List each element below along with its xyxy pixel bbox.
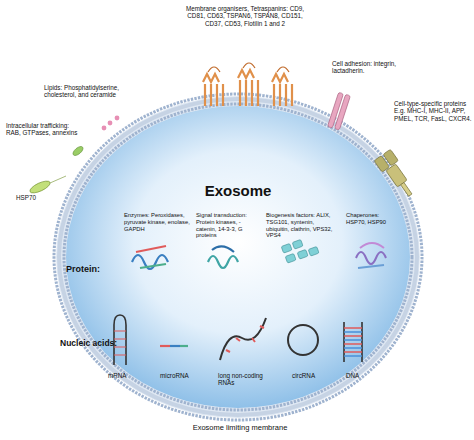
membrane-bilayer — [59, 99, 417, 415]
lncrna-strand — [226, 326, 264, 352]
biogenesis-protein — [285, 253, 296, 263]
chaperone-protein — [358, 265, 384, 268]
biogenesis-protein — [281, 243, 292, 253]
biogenesis-protein — [297, 249, 308, 259]
enzyme-ribbon — [140, 264, 166, 268]
cell-type-protein — [401, 182, 412, 196]
exosome-vesicle: Exosome — [56, 94, 420, 420]
dna-helix — [344, 322, 362, 362]
trafficking-label: Intracellular trafficking: RAB, GTPases,… — [6, 122, 78, 137]
enzyme-label: Enzymes: Peroxidases, pyruvate kinase, e… — [124, 212, 190, 232]
hsp70-protein — [28, 179, 51, 196]
adhesion-label: Cell adhesion: integrin, lactadherin. — [332, 60, 418, 75]
tetraspanin-label: Membrane organisers, Tetraspanins: CD9, … — [180, 5, 310, 27]
nucleic-label: microRNA — [160, 372, 200, 379]
biogenesis-protein — [308, 246, 319, 256]
circrna-ring — [288, 325, 318, 355]
section-heading: Nucleic acids: — [60, 338, 120, 348]
membrane-bilayer — [54, 94, 422, 420]
lipid-spots — [108, 121, 113, 126]
membrane-bilayer — [64, 104, 412, 410]
integrin-protein — [335, 94, 351, 130]
tetraspanin-proteins — [208, 63, 289, 72]
biogenesis-label: Biogenesis factors: ALIX, TSG101, synten… — [266, 212, 338, 239]
lncrna-strand — [220, 318, 266, 360]
circrna-ring — [288, 325, 318, 355]
enzyme-ribbon — [132, 255, 168, 269]
hsp70-label: HSP70 — [16, 194, 56, 201]
cell-type-protein — [374, 149, 418, 201]
microrna-strand — [160, 345, 188, 347]
nucleic-label: mRNA — [108, 372, 148, 379]
biogenesis-protein — [281, 239, 319, 263]
microrna-strand — [170, 345, 180, 347]
signal-protein — [208, 256, 238, 268]
nucleic-label: long non-coding RNAs — [218, 372, 278, 387]
nucleic-label: DNA — [346, 372, 376, 379]
membrane-bilayer — [54, 94, 422, 420]
lipid-spots — [102, 116, 120, 131]
section-heading: Protein: — [66, 264, 126, 275]
nucleic-label: circRNA — [292, 372, 332, 379]
microrna-strand — [180, 345, 188, 347]
lipid-spots — [115, 116, 120, 121]
node-title: Exosome — [205, 182, 272, 199]
lipid-label: Lipids: Phosphatidylserine, cholesterol,… — [44, 84, 130, 99]
signal-protein — [208, 246, 238, 268]
tetraspanin-proteins — [238, 70, 258, 106]
enzyme-ribbon — [132, 246, 168, 269]
tetraspanin-proteins — [272, 74, 292, 106]
membrane-bilayer — [56, 96, 420, 418]
membrane-bilayer — [66, 106, 410, 408]
tetraspanin-proteins — [203, 74, 223, 106]
cell-type-protein — [383, 149, 398, 166]
hsp70-protein — [50, 176, 66, 183]
integrin-protein — [328, 92, 351, 130]
dna-helix — [344, 332, 362, 356]
cell-type-protein — [374, 149, 418, 201]
chaperone-label: Chaperones: HSP70, HSP90 — [346, 212, 400, 226]
enzyme-ribbon — [136, 246, 166, 252]
lipid-spots — [102, 126, 107, 131]
biogenesis-protein — [292, 239, 303, 249]
microrna-strand — [160, 345, 170, 347]
tetraspanin-proteins — [203, 63, 292, 106]
dna-helix — [344, 322, 362, 362]
signal-label: Signal transduction: Protein kinases, -c… — [196, 212, 260, 239]
signal-protein — [212, 246, 234, 252]
chaperone-protein — [360, 243, 384, 248]
hsp70-protein — [28, 176, 66, 195]
lncrna-strand — [220, 318, 266, 360]
chaperone-protein — [356, 243, 386, 268]
rab-protein — [71, 145, 84, 157]
cell-type-label: Cell-type-specific proteins E.g. MHC-I, … — [394, 100, 472, 122]
rab-protein — [71, 145, 84, 157]
membrane-label: Exosome limiting membrane — [150, 424, 330, 433]
chaperone-protein — [356, 252, 386, 264]
